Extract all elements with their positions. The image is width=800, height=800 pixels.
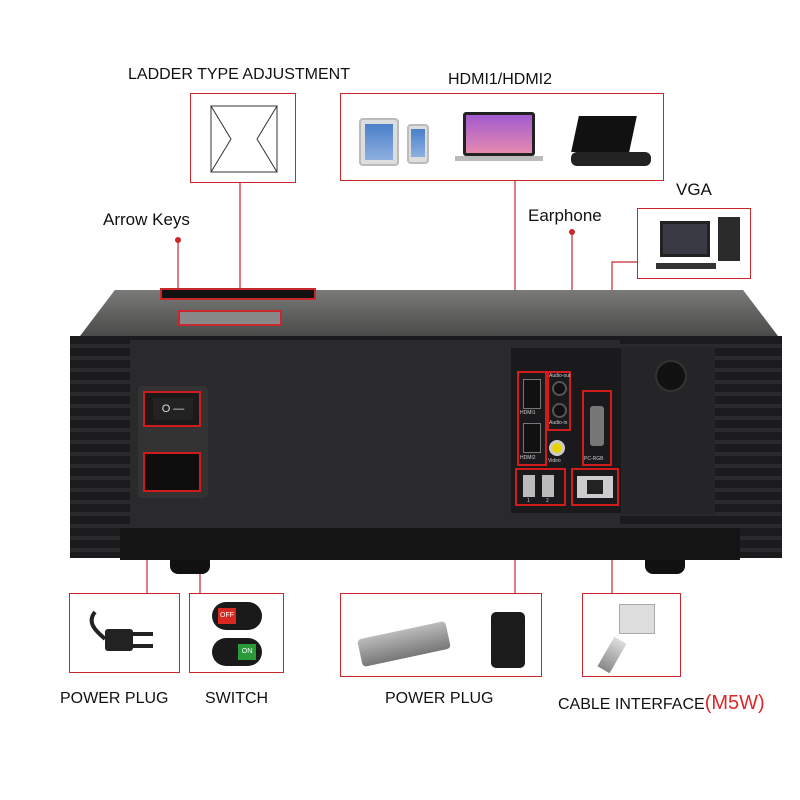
ethernet-cable-icon xyxy=(597,636,627,674)
rj45-socket-icon xyxy=(619,604,655,634)
power-plug-box xyxy=(69,593,180,673)
usb1-port[interactable] xyxy=(523,475,535,497)
keyboard-icon xyxy=(656,263,716,269)
vga-label: VGA xyxy=(676,180,712,199)
ethernet-port[interactable] xyxy=(571,468,619,506)
pc-rgb-label: PC-RGB xyxy=(584,456,604,462)
power-plug-label: POWER PLUG xyxy=(60,690,169,707)
ladder-adjust-slot[interactable] xyxy=(160,288,316,300)
keystone-shape-icon xyxy=(210,105,278,173)
hdmi2-port[interactable] xyxy=(523,423,541,453)
ladder-label: LADDER TYPE ADJUSTMENT xyxy=(128,66,350,83)
hdmi2-label: HDMI2 xyxy=(520,455,536,461)
audio-in-label: Audio-in xyxy=(549,420,568,426)
arrow-keys-label: Arrow Keys xyxy=(103,210,190,229)
usb-flash-drive-icon xyxy=(357,620,451,668)
vga-port[interactable]: PC-RGB xyxy=(582,390,612,466)
cable-interface-label: CABLE INTERFACE(M5W) xyxy=(558,692,765,714)
video-jack[interactable] xyxy=(549,440,565,456)
hdmi1-port[interactable] xyxy=(523,379,541,409)
model-label: (M5W) xyxy=(704,692,765,714)
power-plug-label-2: POWER PLUG xyxy=(385,690,494,707)
switch-on-icon: ON xyxy=(212,638,262,666)
switch-off-icon: OFF xyxy=(212,602,262,630)
vga-computer-box xyxy=(637,208,751,279)
arrow-keys-panel[interactable] xyxy=(178,310,282,326)
tablet-icon xyxy=(359,118,399,166)
hdmi-ports: HDMI1 HDMI2 xyxy=(517,371,547,466)
projector-base xyxy=(120,528,740,560)
usb1-label: 1 xyxy=(527,498,530,504)
hdmi-devices-box xyxy=(340,93,664,181)
switch-on-label: ON xyxy=(238,644,256,660)
external-hard-drive-icon xyxy=(491,612,525,668)
usb2-port[interactable] xyxy=(542,475,554,497)
game-console-icon xyxy=(571,116,637,152)
monitor-icon xyxy=(660,221,710,257)
laptop-icon xyxy=(463,112,535,156)
earphone-label: Earphone xyxy=(528,206,602,225)
pc-tower-icon xyxy=(718,217,740,261)
ac-power-socket[interactable] xyxy=(143,452,201,492)
controller-icon xyxy=(571,152,651,166)
hdmi1-label: HDMI1 xyxy=(520,410,536,416)
power-switch[interactable]: O — xyxy=(143,391,201,427)
audio-ports: Audio-out Audio-in xyxy=(547,371,571,431)
video-label: Video xyxy=(548,458,561,464)
cable-interface-box xyxy=(582,593,681,677)
switch-box: OFF ON xyxy=(189,593,284,673)
usb-ports: 1 2 xyxy=(515,468,566,506)
phone-icon xyxy=(407,124,429,164)
audio-in-jack[interactable] xyxy=(552,403,567,418)
audio-out-label: Audio-out xyxy=(549,373,571,379)
foot-right xyxy=(645,560,685,574)
ir-sensor xyxy=(655,360,687,392)
switch-label: SWITCH xyxy=(205,690,269,707)
foot-left xyxy=(170,560,210,574)
usb2-label: 2 xyxy=(546,498,549,504)
ladder-adjustment-box xyxy=(190,93,296,183)
power-plug-icon xyxy=(89,610,153,651)
hdmi-label: HDMI1/HDMI2 xyxy=(448,71,553,88)
storage-devices-box xyxy=(340,593,542,677)
audio-out-jack[interactable] xyxy=(552,381,567,396)
switch-off-label: OFF xyxy=(218,608,236,624)
